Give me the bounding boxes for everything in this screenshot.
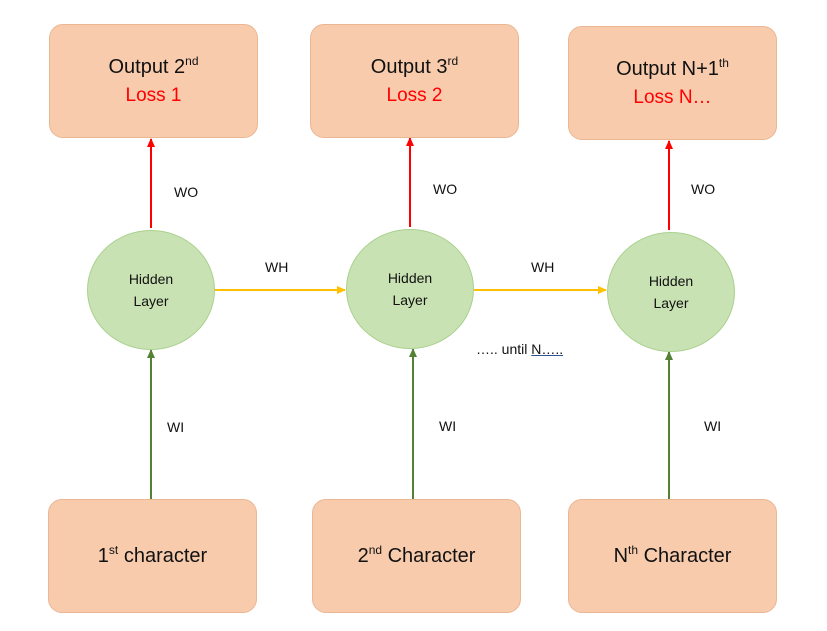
- until-prefix: ….. until: [476, 341, 532, 357]
- input-label: 2nd Character: [357, 543, 476, 567]
- until-n: N…..: [531, 341, 564, 357]
- output-box-1: Output 2nd Loss 1: [49, 24, 258, 138]
- hidden-layer-1: Hidden Layer: [87, 230, 215, 350]
- input-label: 1st character: [97, 543, 208, 567]
- hidden-label-line1: Hidden: [128, 271, 174, 287]
- wh-label-1: WH: [265, 259, 289, 275]
- wo-label-1: WO: [174, 184, 199, 200]
- wi-label-2: WI: [439, 418, 457, 434]
- hidden-layer-2: Hidden Layer: [346, 229, 474, 349]
- output-box-3: Output N+1th Loss N…: [568, 26, 777, 140]
- hidden-label-line2: Layer: [133, 293, 169, 309]
- wo-label-3: WO: [691, 181, 716, 197]
- input-box-1: 1st character: [48, 499, 257, 613]
- hidden-layer-3: Hidden Layer: [607, 232, 735, 352]
- until-n-note: ….. until N…..: [476, 341, 563, 357]
- hidden-label-line1: Hidden: [648, 273, 694, 289]
- wo-label-2: WO: [433, 181, 458, 197]
- wh-label-2: WH: [531, 259, 555, 275]
- input-label: Nth Character: [613, 543, 732, 567]
- output-label: Output N+1th: [616, 55, 729, 80]
- wi-label-3: WI: [704, 418, 722, 434]
- input-box-3: Nth Character: [568, 499, 777, 613]
- hidden-label-line2: Layer: [392, 292, 428, 308]
- loss-label: Loss 1: [125, 84, 182, 106]
- loss-label: Loss N…: [633, 86, 712, 108]
- loss-label: Loss 2: [386, 84, 443, 106]
- hidden-label-line2: Layer: [653, 295, 689, 311]
- output-box-2: Output 3rd Loss 2: [310, 24, 519, 138]
- input-box-2: 2nd Character: [312, 499, 521, 613]
- output-label: Output 3rd: [370, 53, 459, 78]
- output-label: Output 2nd: [108, 53, 199, 78]
- hidden-label-line1: Hidden: [387, 270, 433, 286]
- wi-label-1: WI: [167, 419, 185, 435]
